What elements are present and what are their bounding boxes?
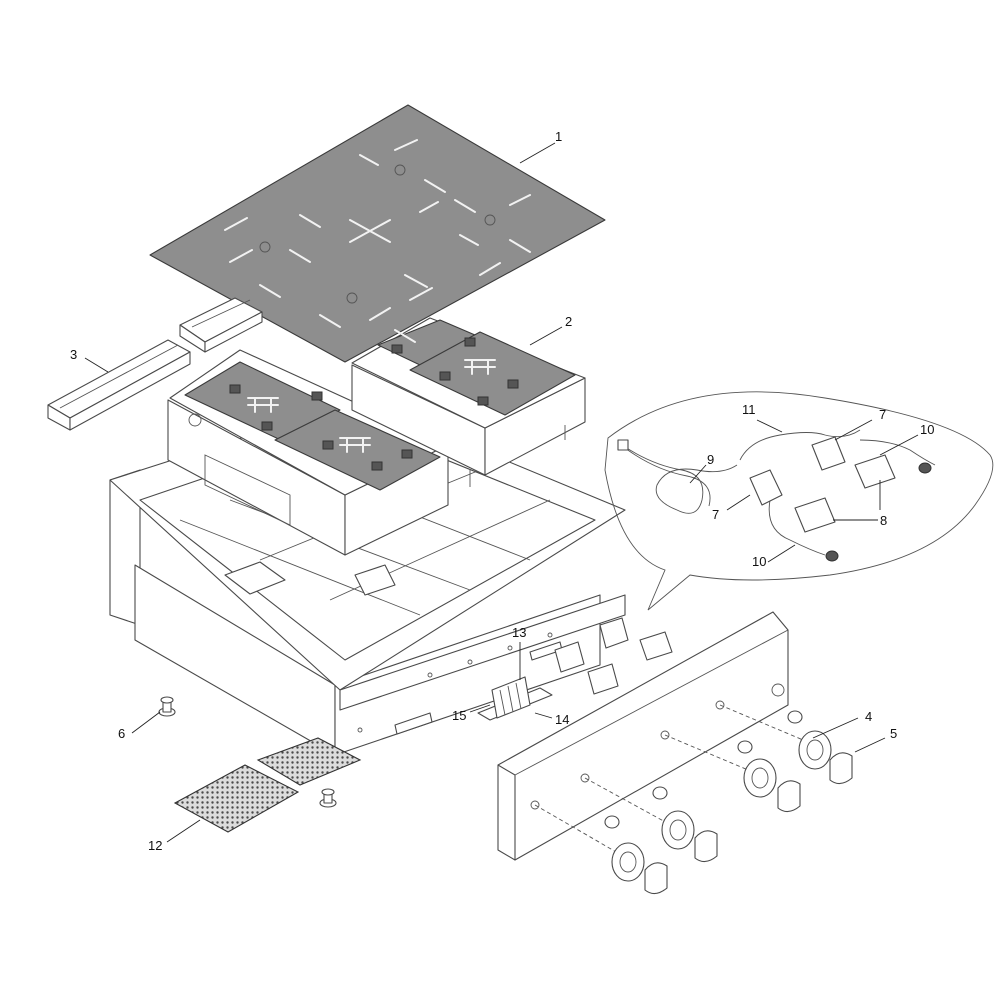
callout-1: 1 xyxy=(555,129,562,144)
leader-lines xyxy=(84,142,919,843)
callout-5: 5 xyxy=(890,726,897,741)
control-panel xyxy=(497,611,816,861)
terminal-block xyxy=(477,676,553,721)
glass-top-plate xyxy=(149,104,606,363)
callout-14: 14 xyxy=(555,712,569,727)
callout-7-left: 7 xyxy=(712,507,719,522)
callout-6: 6 xyxy=(118,726,125,741)
side-brackets xyxy=(47,297,263,431)
induction-module-front xyxy=(167,349,449,556)
switch-components xyxy=(554,617,673,695)
callout-10-bottom: 10 xyxy=(752,554,766,569)
wiring-harness xyxy=(617,429,936,562)
callout-12: 12 xyxy=(148,838,162,853)
grease-filters xyxy=(173,737,362,833)
callout-13: 13 xyxy=(512,625,526,640)
knobs-and-bezels xyxy=(604,710,853,895)
callout-10-top: 10 xyxy=(920,422,934,437)
callout-11: 11 xyxy=(742,402,756,417)
detail-zoom-bubble xyxy=(604,391,994,611)
callout-7-right: 7 xyxy=(879,407,886,422)
callout-4: 4 xyxy=(865,709,872,724)
callout-labels: 1 2 3 4 5 6 7 7 8 9 10 10 11 12 13 14 15 xyxy=(70,129,934,853)
callout-3: 3 xyxy=(70,347,77,362)
callout-2: 2 xyxy=(565,314,572,329)
callout-8: 8 xyxy=(880,513,887,528)
callout-15: 15 xyxy=(452,708,466,723)
adjustable-feet xyxy=(158,696,337,808)
callout-9: 9 xyxy=(707,452,714,467)
induction-module-rear xyxy=(351,317,586,487)
